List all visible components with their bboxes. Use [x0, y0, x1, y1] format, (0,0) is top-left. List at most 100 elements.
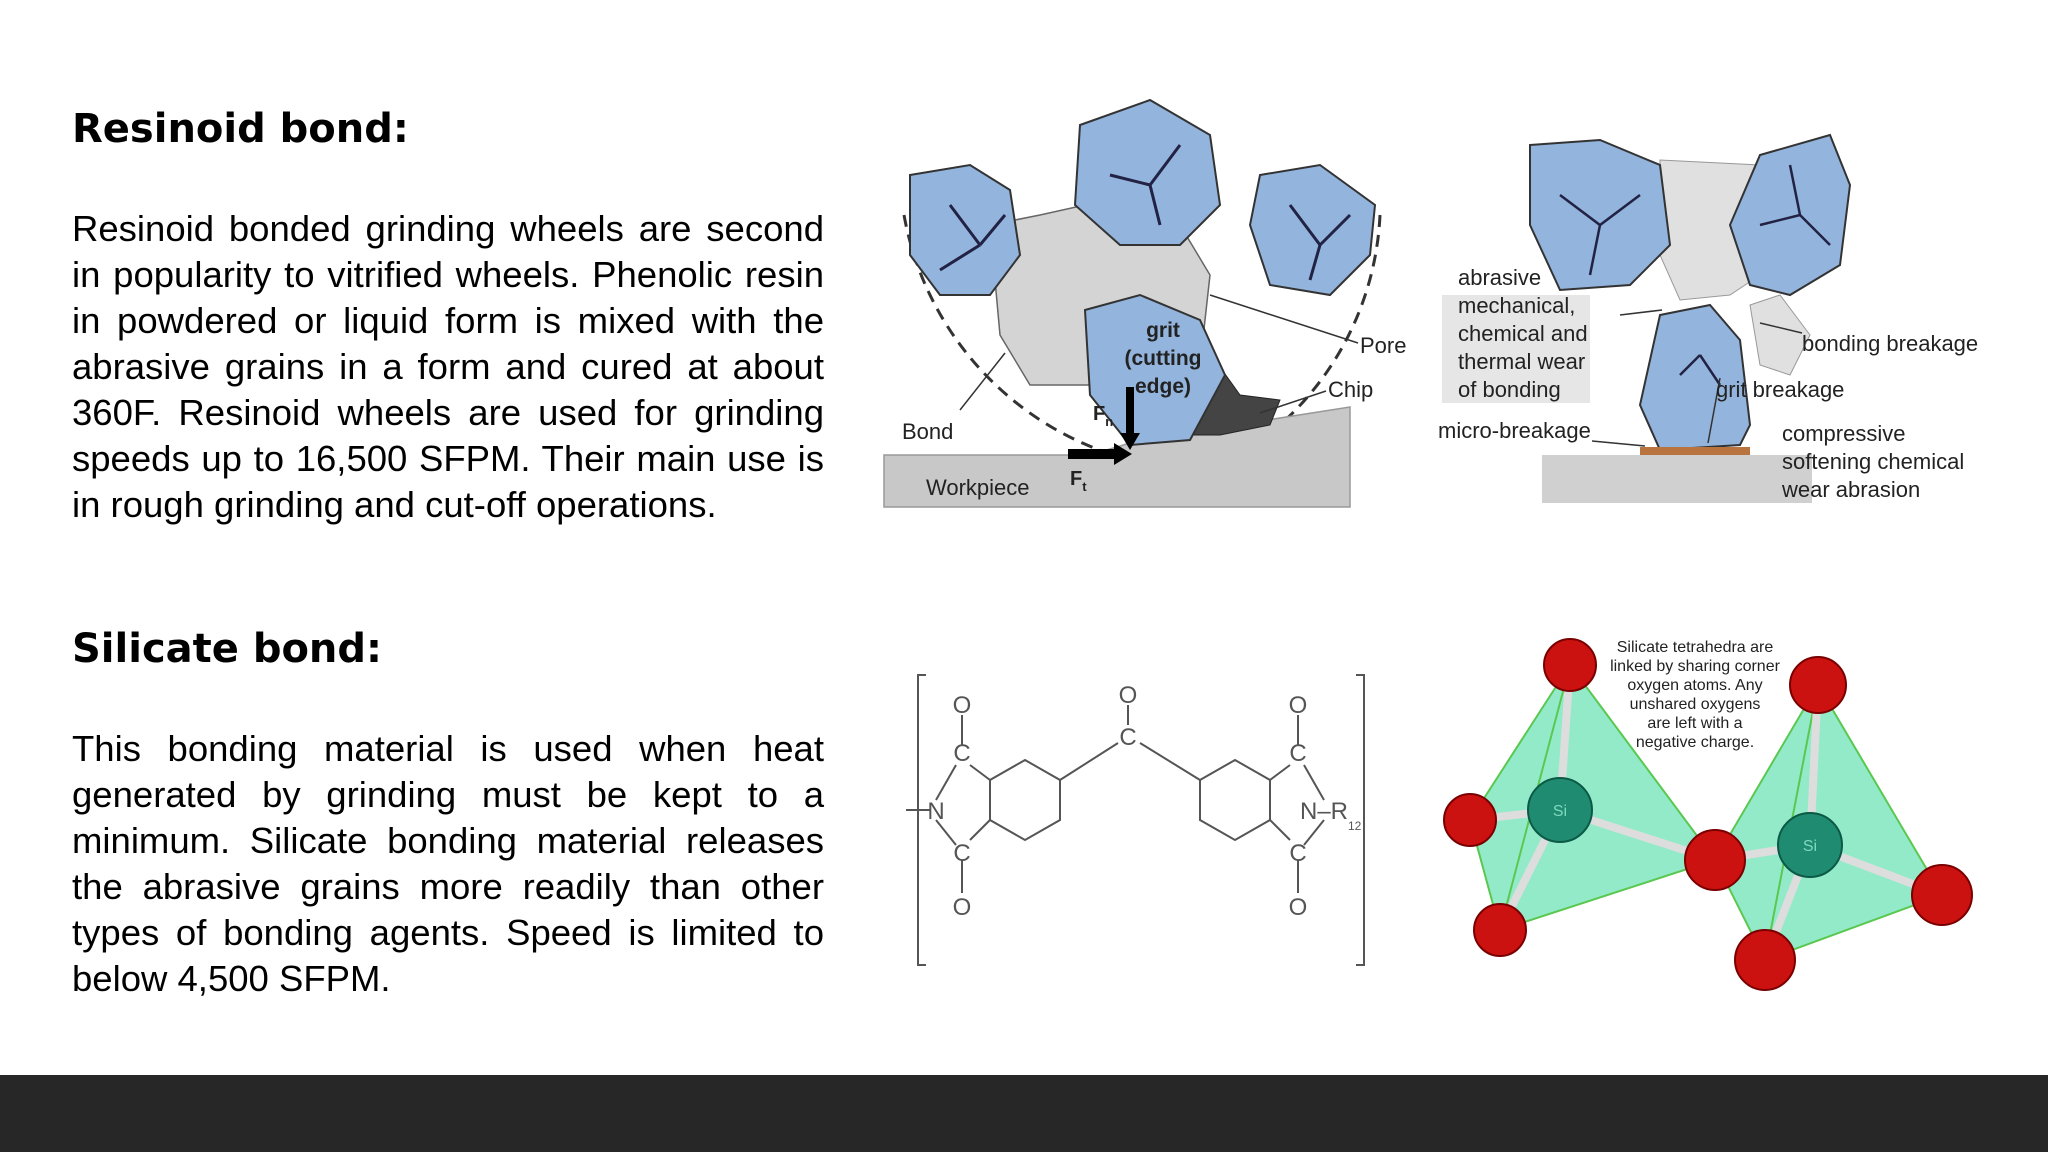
worn-grain [1638, 303, 1752, 452]
chip-leader [1259, 390, 1327, 414]
left-bracket [917, 674, 926, 966]
workpiece-block [1542, 455, 1812, 503]
oxygen-atom [1443, 793, 1497, 847]
bond-line [1269, 819, 1291, 841]
abrasive-leader [1619, 309, 1663, 316]
wear-flat [1640, 447, 1750, 455]
oxygen-label: O [953, 692, 972, 719]
pore-label: Pore [1360, 333, 1406, 358]
nitrogen-label: N [927, 798, 944, 825]
grain-crack [1559, 194, 1641, 276]
benzene-ring-left [989, 758, 1061, 842]
silicate-note-3: oxygen atoms. Any [1627, 677, 1762, 694]
bond-label: Bond [902, 419, 953, 444]
abrasive-label-4: thermal wear [1458, 349, 1585, 374]
oxygen-atom [1789, 656, 1847, 714]
grain-crack [939, 204, 1007, 272]
abrasive-grain [1728, 133, 1852, 297]
bond-breakage-leader [1759, 322, 1803, 334]
micro-breakage-label: micro-breakage [1438, 418, 1591, 443]
bonding-breakage-label: bonding breakage [1802, 331, 1978, 356]
oxygen-label: O [1289, 692, 1308, 719]
shared-oxygen-atom [1684, 829, 1746, 891]
silicate-note-4: unshared oxygens [1630, 696, 1761, 713]
abrasive-grain [909, 163, 1022, 296]
pore-leader [1209, 294, 1359, 344]
grit-breakage-label: grit breakage [1716, 377, 1844, 402]
benzene-ring-right [1199, 758, 1271, 842]
bond-line [969, 819, 991, 841]
si-label: Si [1553, 803, 1567, 820]
silicate-note-1: Silicate tetrahedra are [1617, 639, 1774, 656]
abrasive-label-2: mechanical, [1458, 293, 1575, 318]
grit-label-3: edge) [1135, 375, 1191, 398]
compressive-label-2: softening chemical [1782, 449, 1964, 474]
bond-line [1059, 742, 1119, 781]
oxygen-atom [1543, 638, 1597, 692]
abrasive-label-3: chemical and [1458, 321, 1588, 346]
grain-crack [1288, 204, 1352, 281]
ft-arrow-head [1114, 443, 1132, 465]
bond-line [1269, 764, 1291, 781]
polyimide-structure: O C N C O O C O C C O N–R 12 [900, 665, 1380, 975]
oxygen-label: O [1289, 894, 1308, 921]
abrasive-label-1: abrasive [1458, 265, 1541, 290]
silicon-atom [1777, 812, 1843, 878]
silicate-paragraph: This bonding material is used when heat … [72, 728, 824, 999]
carbon-label: C [1289, 840, 1306, 867]
grain-crack [1759, 164, 1831, 246]
grit-label-1: grit [1146, 319, 1180, 342]
cutting-grit [1083, 293, 1227, 447]
bond-line [969, 764, 991, 781]
silicate-note-5: are left with a [1647, 715, 1742, 732]
resinoid-heading: Resinoid bond: [72, 106, 409, 152]
bond-line [1139, 742, 1201, 781]
wear-mechanism-diagram: abrasive mechanical, chemical and therma… [1430, 125, 1990, 525]
abrasive-label-5: of bonding [1458, 377, 1561, 402]
fn-arrow-head [1120, 433, 1140, 450]
silicate-note-2: linked by sharing corner [1610, 658, 1781, 675]
grit-label-2: (cutting [1125, 347, 1202, 370]
bond-material [1749, 294, 1811, 376]
abrasive-grain [1529, 138, 1672, 292]
bond-leader [959, 352, 1006, 411]
oxygen-atom [1911, 864, 1973, 926]
abrasive-grain [1073, 98, 1222, 246]
carbon-label: C [1289, 740, 1306, 767]
oxygen-atom [1473, 903, 1527, 957]
compressive-label-1: compressive [1782, 421, 1905, 446]
carbon-label: C [1119, 724, 1136, 751]
silicon-atom [1527, 777, 1593, 843]
carbon-label: C [953, 840, 970, 867]
abrasive-label-box [1442, 295, 1590, 403]
nitrogen-r-label: N–R [1300, 798, 1348, 825]
bond-line [935, 764, 957, 801]
bond-line [1303, 764, 1325, 801]
micro-breakage-leader [1591, 440, 1646, 447]
si-label: Si [1803, 838, 1817, 855]
ft-arrow [1068, 449, 1116, 459]
fn-label: Fn [1093, 403, 1113, 429]
compressive-label-3: wear abrasion [1781, 477, 1920, 502]
grain-crack [1109, 144, 1182, 226]
oxygen-label: O [1119, 682, 1138, 709]
abrasive-grain [1248, 163, 1377, 297]
carbon-label: C [953, 740, 970, 767]
silicate-note-6: negative charge. [1636, 734, 1754, 751]
oxygen-label: O [953, 894, 972, 921]
bond-line [935, 819, 957, 846]
grain-crack [1679, 354, 1722, 386]
oxygen-atom [1734, 929, 1796, 991]
workpiece-label: Workpiece [926, 475, 1030, 500]
bond-line [1303, 819, 1325, 846]
subscript-label: 12 [1348, 819, 1362, 833]
fn-arrow [1126, 387, 1134, 435]
silicate-heading: Silicate bond: [72, 626, 383, 672]
footer-bar [0, 1075, 2048, 1152]
right-bracket [1356, 674, 1365, 966]
silicate-tetrahedra-diagram: Si Si Silicate tetrahedra are linked by … [1420, 630, 1980, 1010]
slide: Resinoid bond: Resinoid bonded grinding … [72, 98, 1990, 1010]
chip-label: Chip [1328, 377, 1373, 402]
grit-breakage-leader [1707, 377, 1721, 444]
resinoid-paragraph: Resinoid bonded grinding wheels are seco… [72, 208, 824, 525]
